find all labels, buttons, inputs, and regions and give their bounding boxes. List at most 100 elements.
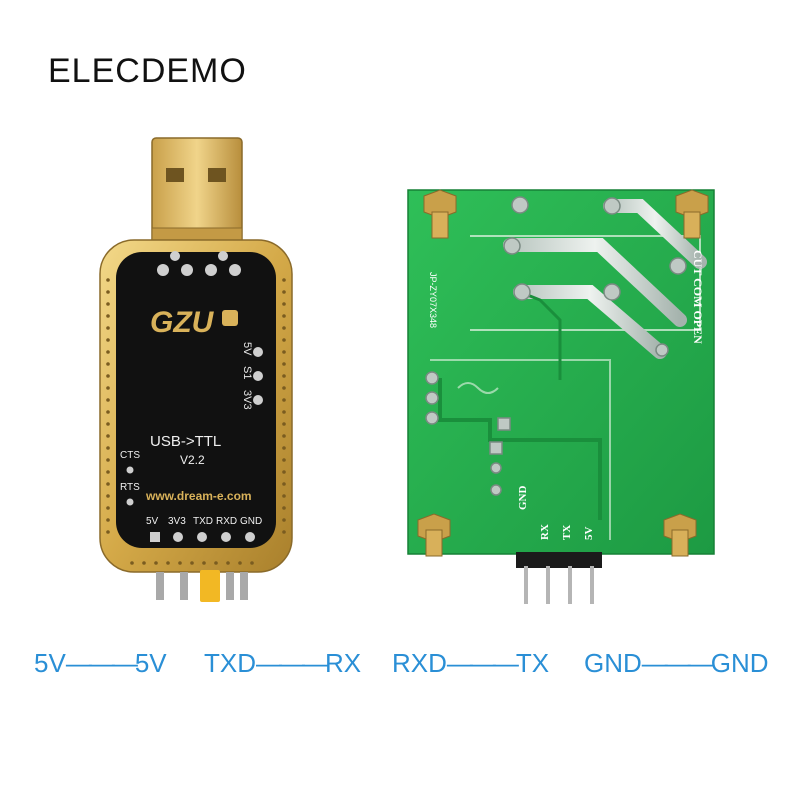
relay-pin-label-rx: RX	[539, 524, 551, 540]
pcb-hole	[106, 338, 110, 342]
pcb-hole	[282, 302, 286, 306]
pcb-hole	[106, 506, 110, 510]
part-number-label: JP-ZY07X348	[428, 272, 438, 328]
wiring-dash: ———	[256, 648, 328, 678]
brand-title: ELECDEMO	[48, 52, 247, 90]
usb-plug	[151, 137, 243, 255]
cts-pad	[126, 466, 134, 474]
logo-badge	[222, 310, 238, 326]
pcb-hole	[106, 410, 110, 414]
wiring-legend: 5V———5V TXD———RX RXD———TX GND———GND	[0, 648, 800, 688]
pcb-hole	[250, 561, 254, 565]
pcb-hole	[178, 561, 182, 565]
gzu-logo: GZU	[150, 306, 215, 339]
wiring-right-5v: 5V	[134, 648, 167, 678]
wiring-pair-gnd: GND———GND	[584, 648, 769, 679]
pcb-hole	[106, 326, 110, 330]
cts-label: CTS	[120, 450, 140, 461]
pcb-hole	[106, 290, 110, 294]
pcb-hole	[214, 561, 218, 565]
usb-top-pads	[157, 251, 241, 276]
pcb-hole	[106, 374, 110, 378]
pcb-hole	[282, 470, 286, 474]
pcb-hole	[282, 494, 286, 498]
pcb-hole	[282, 506, 286, 510]
usb-pin-pads	[150, 532, 255, 542]
wiring-pair-5v: 5V———5V	[34, 648, 167, 679]
pcb-hole	[106, 386, 110, 390]
pcb-hole	[106, 434, 110, 438]
jumper-label-3v3: 3V3	[241, 390, 253, 410]
website-label: www.dream-e.com	[145, 489, 252, 503]
jumper-label-5v: 5V	[241, 342, 253, 356]
pcb-hole	[106, 314, 110, 318]
relay-pin-label-tx: TX	[561, 525, 573, 540]
pcb-hole	[282, 362, 286, 366]
wiring-right-rx: RX	[325, 648, 362, 678]
pcb-hole	[166, 561, 170, 565]
relay-pin-label-gnd: GND	[517, 486, 529, 511]
pcb-hole	[106, 458, 110, 462]
pcb-hole	[106, 470, 110, 474]
pcb-hole	[282, 398, 286, 402]
pcb-hole	[142, 561, 146, 565]
pcb-hole	[106, 302, 110, 306]
relay-pin-label-5v: 5V	[583, 527, 595, 541]
wiring-right-tx: TX	[515, 648, 550, 678]
wiring-pair-txd: TXD———RX	[204, 648, 361, 679]
pcb-hole	[106, 278, 110, 282]
pcb-hole	[106, 446, 110, 450]
jumper-pads	[253, 347, 263, 405]
usb-ttl-module: GZU 5V S1 3V3 USB->TTL V2.2 CTS RTS www.…	[99, 137, 293, 602]
pcb-hole	[282, 434, 286, 438]
jumper-label-group: 5V S1 3V3	[241, 342, 253, 410]
relay-solder-pads	[425, 196, 687, 496]
pcb-hole	[282, 326, 286, 330]
pcb-hole	[282, 338, 286, 342]
wiring-left-txd: TXD	[204, 648, 256, 678]
pcb-hole	[282, 374, 286, 378]
pcb-hole	[106, 398, 110, 402]
terminal-label: CUT COM OPEN	[691, 250, 705, 344]
rts-pad	[126, 498, 134, 506]
pcb-hole	[282, 422, 286, 426]
pcb-hole	[154, 561, 158, 565]
brass-standoffs	[417, 189, 709, 557]
pcb-hole	[282, 530, 286, 534]
pcb-hole	[106, 482, 110, 486]
pcb-hole	[238, 561, 242, 565]
wiring-left-gnd: GND	[584, 648, 642, 678]
pcb-hole	[106, 362, 110, 366]
pcb-hole	[190, 561, 194, 565]
pcb-hole	[282, 290, 286, 294]
relay-pin-labels: GND RX TX 5V	[517, 486, 595, 541]
relay-module: CUT COM OPEN JP-ZY07X348 GND RX TX 5V	[407, 189, 715, 604]
pcb-hole	[202, 561, 206, 565]
pcb-hole	[106, 530, 110, 534]
pcb-hole	[106, 494, 110, 498]
usb-ttl-label: USB->TTL	[150, 433, 221, 450]
usb-pcb	[116, 252, 276, 548]
rts-label: RTS	[120, 482, 140, 493]
pcb-hole	[282, 314, 286, 318]
pcb-hole	[282, 386, 286, 390]
usb-pin-label-5v: 5V	[146, 516, 159, 527]
pcb-hole	[282, 482, 286, 486]
pcb-hole	[106, 350, 110, 354]
wiring-left-rxd: RXD	[392, 648, 447, 678]
pcb-hole	[282, 446, 286, 450]
pcb-hole	[282, 410, 286, 414]
usb-bottom-header	[156, 570, 248, 602]
usb-pcb-holes	[106, 278, 286, 565]
usb-pin-label-rxd: RXD	[216, 516, 237, 527]
pcb-hole	[282, 278, 286, 282]
pcb-hole	[282, 350, 286, 354]
wiring-dash: ———	[65, 648, 138, 678]
pcb-hole	[106, 518, 110, 522]
pcb-hole	[282, 458, 286, 462]
wiring-dash: ———	[446, 648, 519, 678]
wiring-right-gnd: GND	[710, 648, 769, 678]
usb-pin-label-3v3: 3V3	[168, 516, 186, 527]
pcb-hole	[130, 561, 134, 565]
